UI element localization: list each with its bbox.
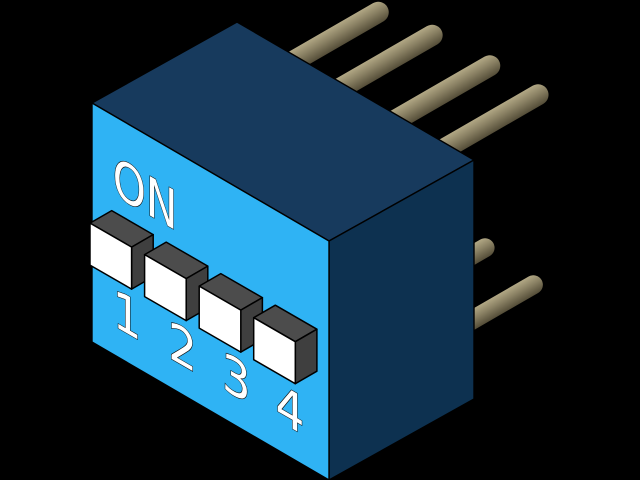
pin-top-2 xyxy=(329,24,443,100)
slider-front-face xyxy=(198,285,242,353)
pin-group xyxy=(282,1,549,335)
switch-slider-4[interactable] xyxy=(252,304,318,385)
pin-top-4 xyxy=(434,84,549,160)
slider-front-face xyxy=(143,253,187,322)
pin-top-1 xyxy=(282,1,389,73)
pin-top-3 xyxy=(384,55,501,132)
pin-bottom-2 xyxy=(453,275,543,335)
slider-front-face xyxy=(89,222,133,290)
slider-front-face xyxy=(252,316,297,385)
slider-group xyxy=(89,209,318,385)
